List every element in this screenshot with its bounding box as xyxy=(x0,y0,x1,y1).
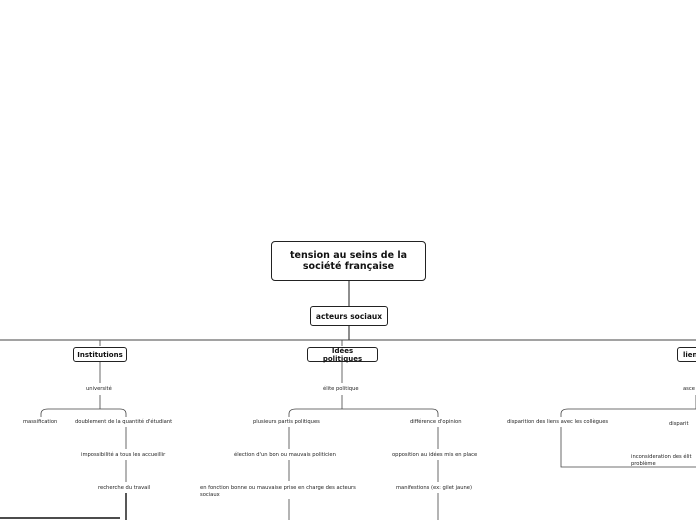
category-label: Institutions xyxy=(77,350,123,359)
node-difference-opinion[interactable]: différence d'opinion xyxy=(410,419,462,425)
node-doublement[interactable]: doublement de la quantité d'étudiant xyxy=(75,419,173,425)
node-massification[interactable]: massification xyxy=(23,419,58,425)
category-lien[interactable]: lien xyxy=(677,347,696,362)
node-universite[interactable]: université xyxy=(86,386,112,392)
category-idees-politiques[interactable]: Idées politiques xyxy=(307,346,378,363)
category-label: Idées politiques xyxy=(322,346,363,363)
node-asce[interactable]: asce xyxy=(683,386,695,392)
node-elite-politique[interactable]: élite politique xyxy=(323,386,359,392)
category-label: lien xyxy=(683,350,696,359)
root-topic[interactable]: tension au seins de la société française xyxy=(271,241,426,281)
category-institutions[interactable]: Institutions xyxy=(73,347,127,362)
main-topic-acteurs-sociaux[interactable]: acteurs sociaux xyxy=(310,306,388,326)
root-topic-title: tension au seins de la société française xyxy=(289,250,408,272)
node-impossibilite[interactable]: impossibilité a tous les accueillir xyxy=(81,452,166,458)
node-recherche-travail[interactable]: recherche du travail xyxy=(98,485,151,491)
node-opposition[interactable]: opposition au idées mis en place xyxy=(392,452,478,458)
node-inconsideration[interactable]: inconsideration des élit problème xyxy=(631,454,692,467)
main-topic-label: acteurs sociaux xyxy=(315,311,383,321)
node-dispari[interactable]: disparit xyxy=(669,421,689,427)
node-prise-en-charge[interactable]: en fonction bonne ou mauvaise prise en c… xyxy=(200,485,356,498)
node-plusieurs-partis[interactable]: plusieurs partis politiques xyxy=(253,419,320,425)
node-election[interactable]: élection d'un bon ou mauvais politicien xyxy=(234,452,336,458)
node-disparition-liens[interactable]: disparition des liens avec les collègues xyxy=(507,419,609,425)
node-manifestations[interactable]: manifestions (ex: gilet jaune) xyxy=(396,485,473,491)
